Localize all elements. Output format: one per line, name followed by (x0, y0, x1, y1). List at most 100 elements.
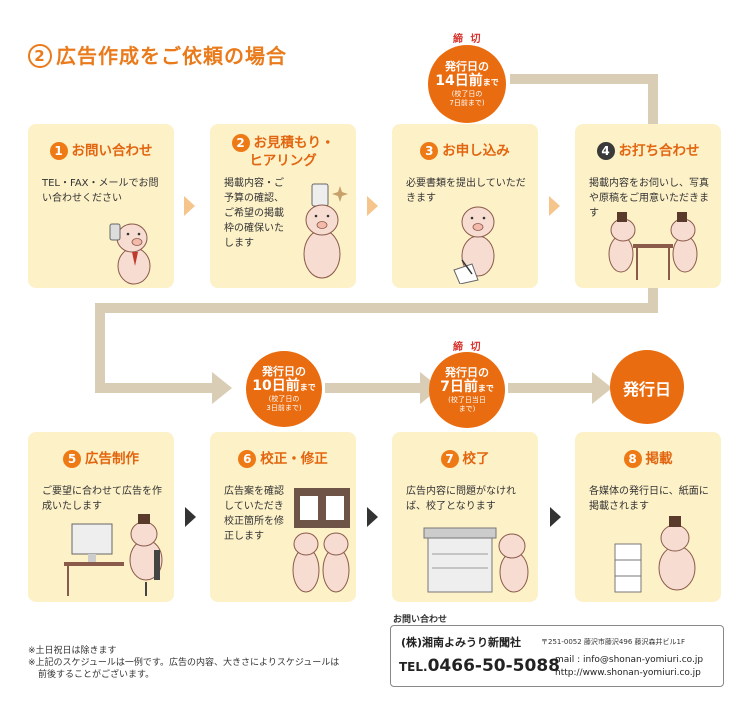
mid1-note1: (校了日の (268, 395, 300, 403)
flow-lower-bar-1 (95, 383, 215, 393)
step-6-text: 広告案を確認していただき校正箇所を修正します (224, 486, 284, 542)
deadline1-suffix: まで (482, 78, 499, 87)
step-3-badge: 3 (420, 142, 439, 160)
arrow-1-to-2 (184, 196, 195, 216)
step-7-title: 校了 (462, 451, 490, 467)
pig-phone-illustration (109, 223, 151, 285)
note-schedule: ※上記のスケジュールは一例です。広告の内容、大きさによりスケジュールは (28, 658, 340, 668)
publish-day-circle: 発行日 (610, 350, 684, 424)
step-3-title: お申し込み (442, 143, 510, 159)
flow-arrowhead-3 (592, 372, 612, 404)
deadline1-line2-wrap: 14日前まで (428, 74, 506, 90)
pig-writing-illustration (453, 206, 495, 284)
step-8-badge: 8 (623, 450, 642, 468)
deadline2-suffix: まで (477, 384, 494, 393)
deadline1-line1: 発行日の (445, 60, 489, 73)
pig-proofing-illustration (292, 488, 350, 593)
arrow-7-to-8 (550, 507, 561, 527)
contact-url[interactable]: http://www.shonan-yomiuri.co.jp (555, 668, 701, 678)
deadline2-line2-wrap: 7日前まで (429, 380, 505, 396)
step-2-title-2: ヒアリング (249, 153, 317, 169)
deadline1-note1: (校了日の (451, 90, 483, 98)
mid1-line2-wrap: 10日前まで (246, 379, 322, 395)
step-5-badge: 5 (63, 450, 81, 468)
step-4-badge: 4 (596, 142, 615, 160)
step-3-text: 必要書類を提出していただきます (406, 178, 526, 204)
phone-number-wrap: TEL.0466-50-5088 (399, 656, 560, 676)
mid1-suffix: まで (299, 383, 316, 392)
step-4-text: 掲載内容をお伺いし、写真や原稿をご用意いただきます (589, 178, 709, 219)
title-text: 広告作成をご依頼の場合 (56, 44, 287, 68)
company-address: 〒251-0052 藤沢市藤沢496 藤沢森井ビル1F (541, 638, 685, 646)
note-schedule-cont: 前後することがございます。 (38, 670, 155, 680)
arrow-5-to-6 (185, 507, 196, 527)
contact-email[interactable]: mail : info@shonan-yomiuri.co.jp (555, 655, 704, 665)
pig-newspaper-stack-illustration (614, 516, 696, 593)
deadline2-line1: 発行日の (445, 366, 489, 379)
arrow-6-to-7 (367, 507, 378, 527)
step-4-title: お打ち合わせ (618, 143, 700, 159)
flow-top-drop (648, 74, 658, 130)
flow-right-drop (648, 286, 658, 312)
pig-meeting-illustration (608, 212, 698, 280)
deadline-circle-10days: 発行日の 10日前まで (校了日の 3日前まで) (246, 351, 322, 427)
phone-number: 0466-50-5088 (427, 656, 560, 676)
deadline2-line2: 7日前 (440, 379, 478, 395)
flow-top-bar (510, 74, 658, 84)
deadline-circle-7days: 発行日の 7日前まで (校了日当日 まで) (429, 352, 505, 428)
flow-lower-bar-2 (325, 383, 425, 393)
arrow-2-to-3 (367, 196, 378, 216)
deadline1-line2: 14日前 (435, 73, 483, 89)
mid1-line1: 発行日の (262, 365, 306, 378)
step-1-badge: 1 (49, 142, 68, 160)
arrow-3-to-4 (549, 196, 560, 216)
deadline-label-1: 締 切 (453, 34, 483, 45)
pig-computer-illustration (64, 514, 163, 596)
step-5-title: 広告制作 (85, 451, 139, 467)
mid1-note2: 3日前まで) (266, 404, 302, 412)
contact-label: お問い合わせ (393, 615, 448, 625)
step-8-title: 掲載 (645, 451, 673, 467)
contact-box: (株)湘南よみうり新聞社 〒251-0052 藤沢市藤沢496 藤沢森井ビル1F… (390, 625, 724, 687)
step-7-badge: 7 (440, 450, 459, 468)
flow-middle-bar (95, 303, 658, 313)
pig-calculator-illustration (303, 183, 348, 279)
pig-copier-illustration (423, 527, 529, 593)
tel-prefix: TEL. (399, 660, 428, 674)
step-2-title-1: お見積もり・ (253, 135, 335, 151)
company-name: (株)湘南よみうり新聞社 (401, 636, 522, 649)
flow-left-drop (95, 303, 105, 393)
step-6-title: 校正・修正 (260, 451, 328, 467)
deadline1-note2: 7日前まで) (449, 99, 485, 107)
flow-arrowhead-1 (212, 372, 232, 404)
flow-lower-bar-3 (508, 383, 596, 393)
step-8-text: 各媒体の発行日に、紙面に掲載されます (589, 486, 709, 512)
step-1-text: TEL・FAX・メールでお問い合わせください (42, 178, 159, 204)
deadline2-note2: まで) (458, 405, 476, 413)
publish-label: 発行日 (622, 380, 671, 399)
step-6-badge: 6 (238, 450, 257, 468)
title-number: 2 (28, 44, 52, 68)
deadline-circle-14days: 発行日の 14日前まで (校了日の 7日前まで) (428, 45, 506, 123)
step-2-text: 掲載内容・ご予算の確認、ご希望の掲載枠の確保いたします (224, 178, 284, 249)
step-7-text: 広告内容に問題がなければ、校了となります (406, 486, 516, 512)
deadline-label-2: 締 切 (453, 342, 483, 353)
step-2-badge: 2 (231, 134, 250, 152)
